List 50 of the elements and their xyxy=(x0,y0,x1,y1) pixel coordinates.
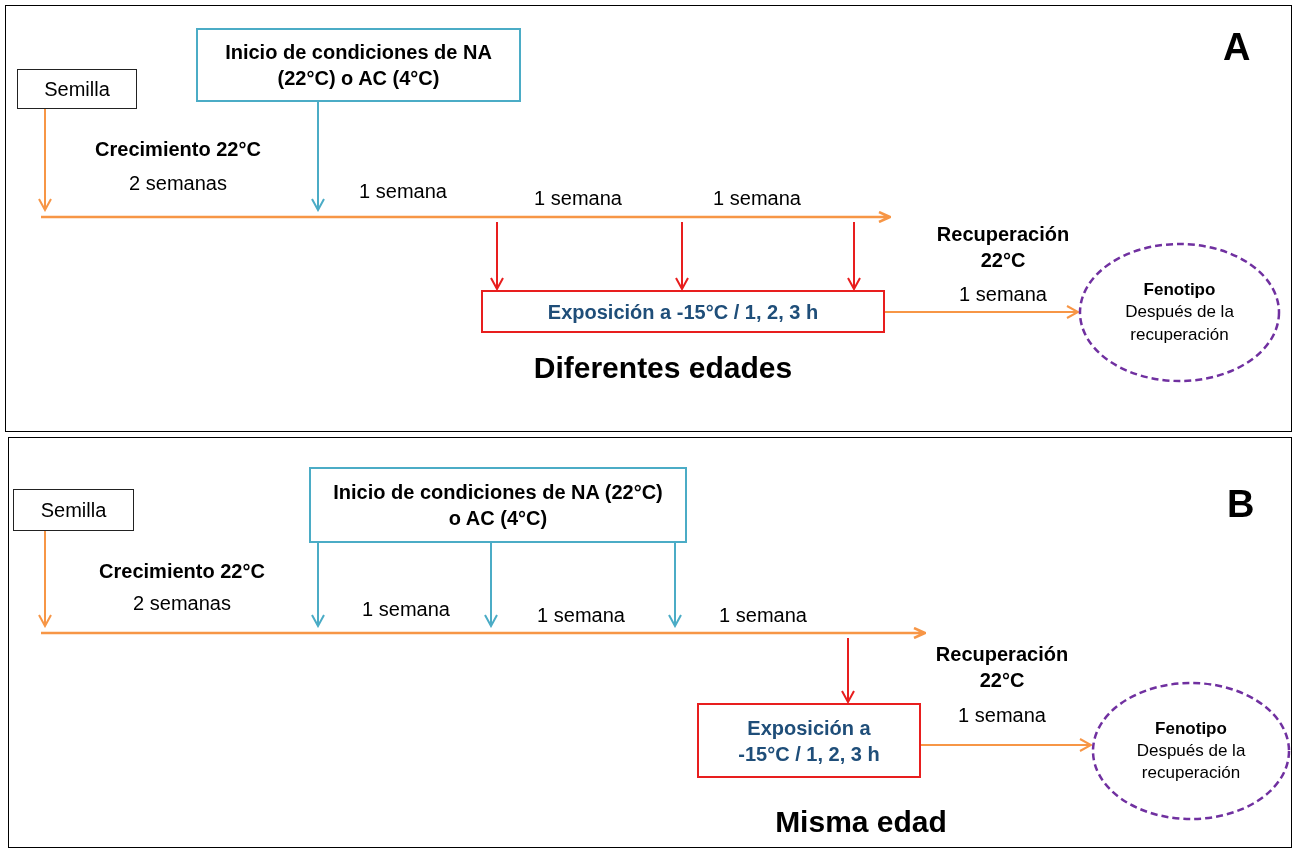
seed-box xyxy=(17,69,137,109)
duration-label: 2 semanas xyxy=(128,171,228,196)
panel-frame xyxy=(5,5,1292,432)
duration-label: 1 semana xyxy=(712,186,802,211)
condition-box xyxy=(196,28,521,102)
box-text: Semilla xyxy=(40,498,107,523)
box-text: Exposición a -15°C / 1, 2, 3 h xyxy=(547,299,819,325)
stage-label: Recuperación 22°C xyxy=(935,222,1071,273)
box-text: Inicio de condiciones de NA (22°C) o AC (4°C) xyxy=(332,480,664,531)
panel-letter: A xyxy=(1223,26,1251,69)
arrow xyxy=(484,541,498,627)
stage-label: Crecimiento 22°C xyxy=(98,559,266,584)
duration-label: 1 semana xyxy=(358,179,448,204)
timeline-arrow xyxy=(41,211,891,223)
duration-label: 1 semana xyxy=(718,603,808,628)
stage-label: Crecimiento 22°C xyxy=(94,137,262,162)
duration-label: 1 semana xyxy=(533,186,623,211)
arrow xyxy=(38,107,52,211)
duration-label: 2 semanas xyxy=(132,591,232,616)
arrow xyxy=(675,221,689,290)
phenotype-title: Fenotipo xyxy=(1143,279,1216,302)
duration-label: 1 semana xyxy=(958,282,1048,307)
condition-box xyxy=(309,467,687,543)
arrow xyxy=(311,541,325,627)
arrow xyxy=(841,637,855,703)
panel-frame xyxy=(8,437,1292,848)
arrow xyxy=(38,529,52,627)
duration-label: 1 semana xyxy=(957,703,1047,728)
duration-label: 1 semana xyxy=(536,603,626,628)
panel-heading: Misma edad xyxy=(774,805,948,839)
box-text: Exposición a -15°C / 1, 2, 3 h xyxy=(737,715,881,767)
arrow xyxy=(668,541,682,627)
stage-label: Recuperación 22°C xyxy=(934,642,1070,693)
box-text: Semilla xyxy=(44,77,110,102)
phenotype-note: Después de la recuperación xyxy=(1136,739,1246,785)
phenotype-ellipse xyxy=(1078,242,1281,383)
exposure-box xyxy=(481,290,885,333)
phenotype-note: Después de la recuperación xyxy=(1124,301,1235,346)
exposure-box xyxy=(697,703,921,778)
timeline-arrow xyxy=(41,627,926,639)
arrow xyxy=(847,221,861,290)
arrow xyxy=(490,221,504,290)
phenotype-title: Fenotipo xyxy=(1155,717,1227,740)
box-text: Inicio de condiciones de NA (22°C) o AC (4°C) xyxy=(224,40,493,91)
panel-letter: B xyxy=(1227,483,1255,526)
duration-label: 1 semana xyxy=(361,597,451,622)
panel-heading: Diferentes edades xyxy=(532,351,794,385)
phenotype-ellipse xyxy=(1091,681,1291,821)
arrow xyxy=(311,100,325,211)
seed-box xyxy=(13,489,134,531)
